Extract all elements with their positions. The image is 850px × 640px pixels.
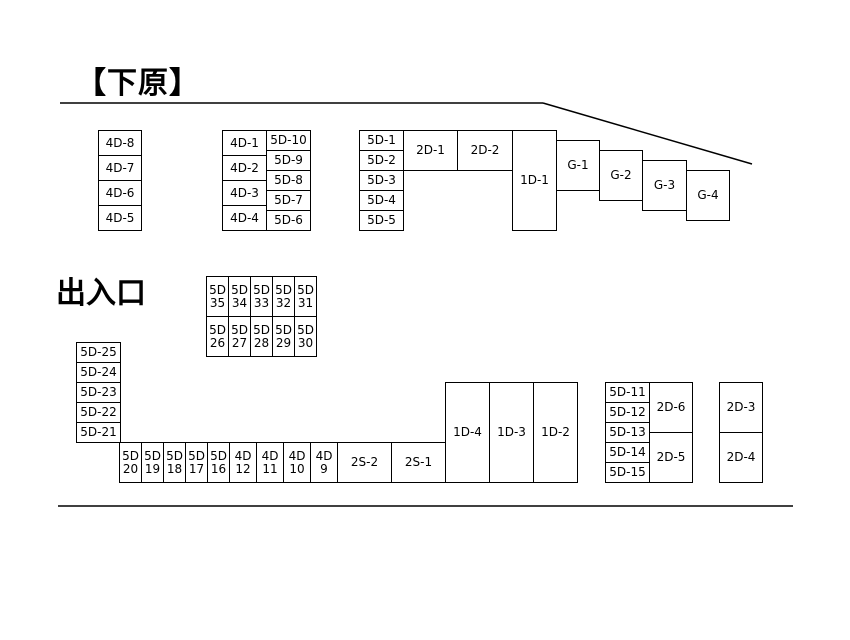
stall-5d-32: 5D 32: [272, 276, 295, 317]
stall-5d-10: 5D-10: [266, 130, 311, 151]
stall-5d-4: 5D-4: [359, 190, 404, 211]
stall-5d-15: 5D-15: [605, 462, 650, 483]
stall-5d-11: 5D-11: [605, 382, 650, 403]
stall-4d-11: 4D 11: [256, 442, 284, 483]
stall-5d-1: 5D-1: [359, 130, 404, 151]
stall-4d-8: 4D-8: [98, 130, 142, 156]
stall-5d-33: 5D 33: [250, 276, 273, 317]
stall-4d-9: 4D 9: [310, 442, 338, 483]
stall-4d-4: 4D-4: [222, 205, 267, 231]
stall-2d-2: 2D-2: [457, 130, 513, 171]
stall-5d-19: 5D 19: [141, 442, 164, 483]
stall-5d-20: 5D 20: [119, 442, 142, 483]
stall-5d-16: 5D 16: [207, 442, 230, 483]
stall-5d-26: 5D 26: [206, 316, 229, 357]
stall-5d-25: 5D-25: [76, 342, 121, 363]
stall-4d-5: 4D-5: [98, 205, 142, 231]
stall-g-4: G-4: [686, 170, 730, 221]
stall-5d-13: 5D-13: [605, 422, 650, 443]
stall-g-1: G-1: [556, 140, 600, 191]
diagonal-boundary-line: [542, 102, 753, 165]
stall-5d-35: 5D 35: [206, 276, 229, 317]
stall-5d-30: 5D 30: [294, 316, 317, 357]
stall-2d-5: 2D-5: [649, 432, 693, 483]
stall-4d-1: 4D-1: [222, 130, 267, 156]
stall-5d-21: 5D-21: [76, 422, 121, 443]
stall-5d-3: 5D-3: [359, 170, 404, 191]
stall-1d-4: 1D-4: [445, 382, 490, 483]
stall-5d-27: 5D 27: [228, 316, 251, 357]
stall-5d-2: 5D-2: [359, 150, 404, 171]
stall-5d-14: 5D-14: [605, 442, 650, 463]
stall-5d-24: 5D-24: [76, 362, 121, 383]
stall-4d-10: 4D 10: [283, 442, 311, 483]
stall-5d-34: 5D 34: [228, 276, 251, 317]
stall-4d-6: 4D-6: [98, 180, 142, 206]
stall-2s-1: 2S-1: [391, 442, 446, 483]
stall-5d-23: 5D-23: [76, 382, 121, 403]
stall-5d-29: 5D 29: [272, 316, 295, 357]
stall-5d-5: 5D-5: [359, 210, 404, 231]
stall-2d-6: 2D-6: [649, 382, 693, 433]
stall-4d-12: 4D 12: [229, 442, 257, 483]
stall-1d-2: 1D-2: [533, 382, 578, 483]
stall-5d-31: 5D 31: [294, 276, 317, 317]
stall-5d-17: 5D 17: [185, 442, 208, 483]
stall-2d-3: 2D-3: [719, 382, 763, 433]
map-title: 【下原】: [76, 66, 200, 101]
entrance-label: 出入口: [56, 276, 146, 311]
stall-5d-22: 5D-22: [76, 402, 121, 423]
stall-2s-2: 2S-2: [337, 442, 392, 483]
stall-1d-1: 1D-1: [512, 130, 557, 231]
stall-4d-3: 4D-3: [222, 180, 267, 206]
stall-4d-2: 4D-2: [222, 155, 267, 181]
stall-1d-3: 1D-3: [489, 382, 534, 483]
stall-5d-6: 5D-6: [266, 210, 311, 231]
stall-5d-12: 5D-12: [605, 402, 650, 423]
stall-2d-4: 2D-4: [719, 432, 763, 483]
stall-5d-18: 5D 18: [163, 442, 186, 483]
stall-2d-1: 2D-1: [403, 130, 458, 171]
stall-g-3: G-3: [642, 160, 687, 211]
stall-4d-7: 4D-7: [98, 155, 142, 181]
stall-5d-7: 5D-7: [266, 190, 311, 211]
stall-g-2: G-2: [599, 150, 643, 201]
stall-5d-8: 5D-8: [266, 170, 311, 191]
stall-5d-9: 5D-9: [266, 150, 311, 171]
stall-5d-28: 5D 28: [250, 316, 273, 357]
